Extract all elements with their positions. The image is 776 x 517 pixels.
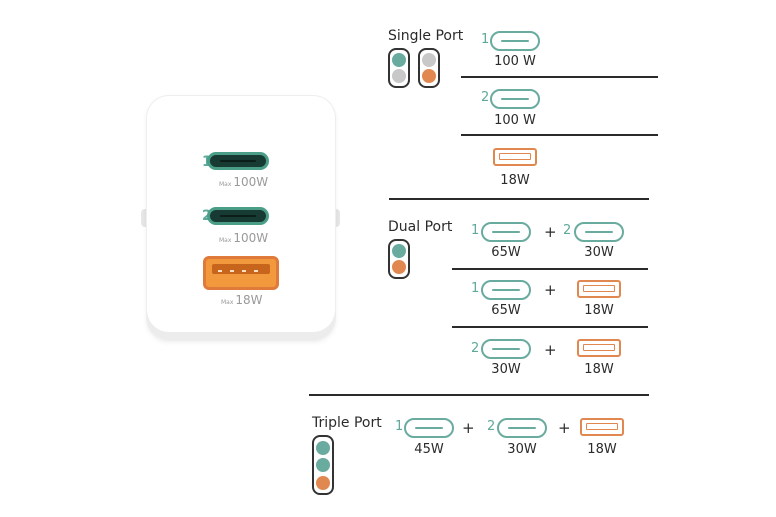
dual-pill	[388, 239, 410, 279]
triple-port-1-number: 1	[395, 419, 404, 434]
single-row-2-port: 2	[481, 90, 490, 105]
single-divider-1	[461, 76, 658, 78]
dual-row-1-right-watt: 30W	[584, 245, 614, 260]
single-row-3-watt: 18W	[500, 173, 530, 188]
triple-port-2-number: 2	[487, 419, 496, 434]
dual-divider-1	[452, 268, 648, 270]
dual-row-2-plus: +	[544, 281, 557, 299]
section-divider-1	[389, 198, 649, 200]
single-row-1-watt: 100 W	[494, 54, 536, 69]
dual-divider-2	[452, 326, 648, 328]
dual-port-heading: Dual Port	[388, 219, 453, 235]
dual-row-1-left-watt: 65W	[491, 245, 521, 260]
section-divider-2	[309, 394, 649, 396]
dual-row-1-right-port: 2	[563, 223, 572, 238]
usb-c-icon	[574, 222, 624, 242]
triple-port-2-watt: 30W	[507, 442, 537, 457]
single-row-1-port: 1	[481, 32, 490, 47]
usb-a-icon	[580, 418, 624, 436]
dual-row-2-left-port: 1	[471, 281, 480, 296]
device-usb-c-port-1	[207, 152, 269, 170]
triple-port-3-watt: 18W	[587, 442, 617, 457]
usb-c-icon	[481, 280, 531, 300]
dual-row-3-right-watt: 18W	[584, 362, 614, 377]
triple-plus-1: +	[462, 419, 475, 437]
triple-port-1-watt: 45W	[414, 442, 444, 457]
single-row-2-watt: 100 W	[494, 113, 536, 128]
dual-row-3-left-port: 2	[471, 341, 480, 356]
device-usb-a-port	[203, 256, 279, 290]
device-port-2-number: 2	[202, 208, 212, 224]
dual-row-3-plus: +	[544, 341, 557, 359]
single-pill-a	[418, 48, 440, 88]
dual-row-3-left-watt: 30W	[491, 362, 521, 377]
triple-pill	[312, 435, 334, 495]
device-usb-c-port-2	[207, 207, 269, 225]
single-port-heading: Single Port	[388, 28, 464, 44]
usb-a-icon	[493, 148, 537, 166]
device-port-1-number: 1	[202, 154, 212, 170]
triple-plus-2: +	[558, 419, 571, 437]
single-divider-2	[461, 134, 658, 136]
usb-c-icon	[490, 89, 540, 109]
dual-row-2-right-watt: 18W	[584, 303, 614, 318]
single-pill-c	[388, 48, 410, 88]
usb-c-icon	[404, 418, 454, 438]
usb-c-icon	[481, 339, 531, 359]
triple-port-heading: Triple Port	[312, 415, 382, 431]
usb-c-icon	[490, 31, 540, 51]
dual-row-2-left-watt: 65W	[491, 303, 521, 318]
usb-a-icon	[577, 280, 621, 298]
dual-row-1-plus: +	[544, 223, 557, 241]
usb-c-icon	[497, 418, 547, 438]
usb-c-icon	[481, 222, 531, 242]
usb-a-icon	[577, 339, 621, 357]
dual-row-1-left-port: 1	[471, 223, 480, 238]
